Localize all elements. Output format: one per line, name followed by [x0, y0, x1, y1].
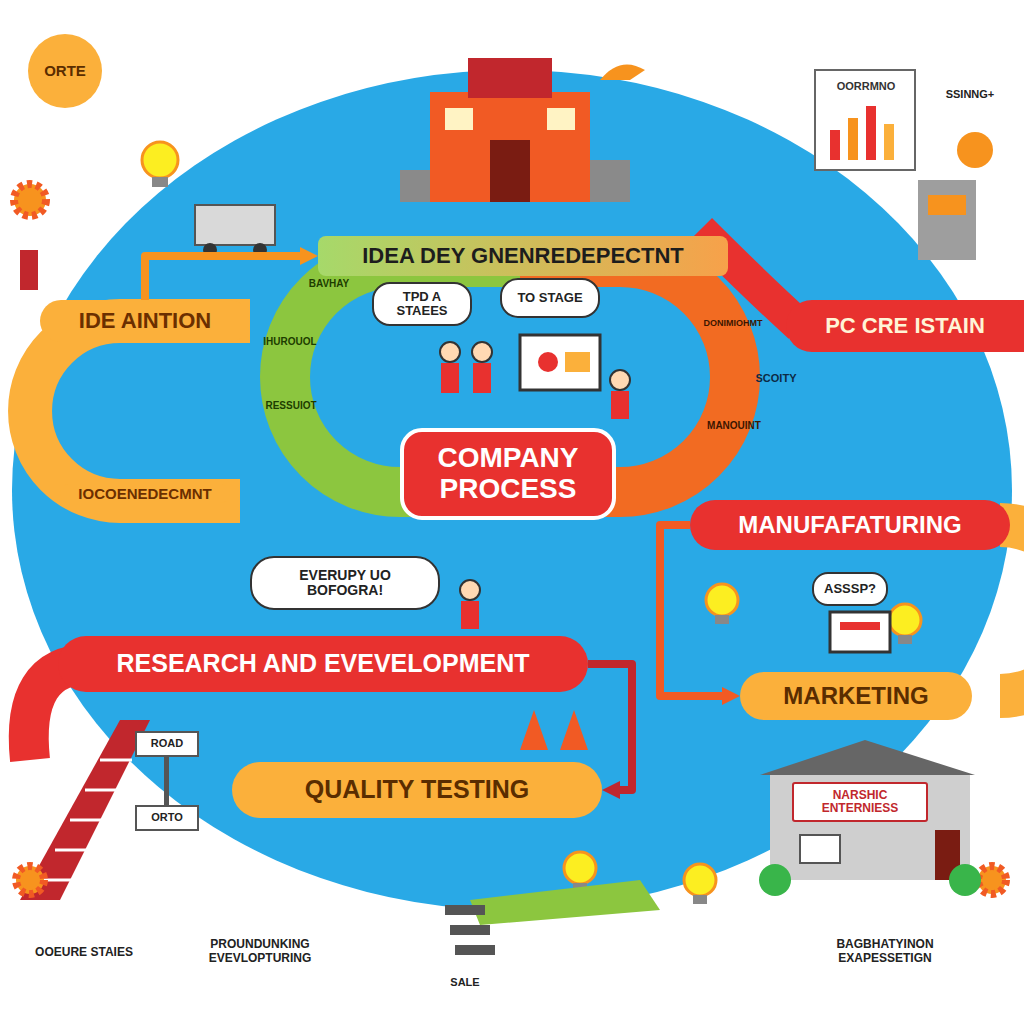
ribbon-label: BAVHAY	[294, 278, 364, 290]
speech-bubble: EVERUPY UO BOFOGRA!	[250, 556, 440, 610]
node-text: TPD A STAEES	[384, 290, 460, 319]
traffic-cones	[520, 710, 588, 750]
node-text: QUALITY TESTING	[305, 776, 530, 804]
shop-building	[759, 740, 981, 896]
sun-badge: ORTE	[28, 34, 102, 108]
arrow-head	[602, 781, 620, 799]
node-text: MANUFAFATURING	[738, 512, 962, 538]
speech-bubble: TPD A STAEES	[372, 282, 472, 326]
stage-caption: BAGBHATYINON EXAPESSETIGN	[790, 938, 980, 966]
chart-card	[815, 70, 915, 170]
flow-connector	[145, 247, 318, 300]
ribbon-label: IHUROUOL	[262, 336, 318, 348]
stage-band: RESEARCH AND EVEVELOPMENT	[58, 636, 588, 692]
arrow-head	[722, 687, 740, 705]
node-text: COMPANY PROCESS	[414, 443, 602, 505]
ribbon-label: MANOUINT	[704, 420, 764, 432]
stage-band: MANUFAFATURING	[690, 500, 1010, 550]
ribbon-label: IOCOENEDECMNT	[60, 484, 230, 503]
note-label: SSINNG+	[928, 88, 1012, 101]
sun	[957, 132, 993, 168]
node-text: IDEA DEY GNENREDEPECTNT	[362, 244, 684, 268]
process-loop-ribbons	[29, 230, 1024, 760]
sales-steps	[445, 880, 660, 955]
stage-caption: OOEURE STAIES	[24, 946, 144, 960]
node-text: TO STAGE	[517, 291, 582, 305]
stage-arrow: IDE AINTION	[40, 300, 250, 342]
headquarters-building	[400, 58, 645, 202]
node-text: ORTE	[44, 63, 86, 80]
node-text: MARKETING	[783, 683, 928, 709]
stage-band: PC CRE ISTAIN	[786, 300, 1024, 352]
connector-line	[145, 256, 304, 300]
stage-band: QUALITY TESTING	[232, 762, 602, 818]
sign-label: ROAD	[138, 737, 196, 750]
note-label: SCOITY	[744, 372, 808, 385]
speech-bubble: ASSSP?	[812, 572, 888, 606]
stage-band: MARKETING	[740, 672, 972, 720]
flow-connector	[660, 525, 740, 705]
stage-caption: SALE	[430, 976, 500, 989]
center-box: COMPANY PROCESS	[400, 428, 616, 520]
node-text: NARSHIC ENTERNIESS	[804, 789, 916, 815]
stage-band: IDEA DEY GNENREDEPECTNT	[318, 236, 728, 276]
sign-label: ORTO	[138, 811, 196, 824]
ribbon-label: RESSUIOT	[262, 400, 320, 412]
shop-sign: NARSHIC ENTERNIESS	[792, 782, 928, 822]
node-text: ASSSP?	[824, 582, 876, 596]
connector-line	[660, 525, 726, 696]
signposts	[136, 732, 198, 830]
ribbon-label: DONIMIOHMT	[700, 318, 766, 328]
node-text: RESEARCH AND EVEVELOPMENT	[116, 650, 529, 678]
blue-ground	[12, 70, 1012, 910]
machine	[20, 180, 976, 290]
arrow-head	[300, 247, 318, 265]
speech-bubble: TO STAGE	[500, 278, 600, 318]
node-text: PC CRE ISTAIN	[825, 314, 985, 338]
stage-caption: PROUNDUNKING EVEVLOPTURING	[160, 938, 360, 966]
node-text: EVERUPY UO BOFOGRA!	[262, 568, 428, 599]
card-label: OORRMNO	[822, 80, 910, 93]
node-text: IDE AINTION	[79, 309, 211, 333]
